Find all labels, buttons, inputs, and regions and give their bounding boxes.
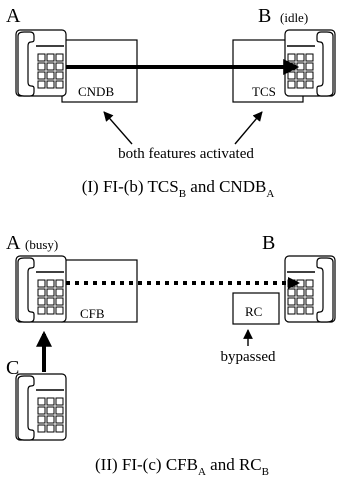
- party-b-label: B: [258, 5, 271, 27]
- party-a-state: (busy): [25, 237, 58, 252]
- annotation-text: bypassed: [221, 349, 276, 365]
- annotation-text: both features activated: [118, 146, 254, 162]
- party-b-label: B: [262, 232, 275, 254]
- caption: (I) FI-(b) TCSB and CNDBA: [82, 177, 275, 200]
- caption-term1: CFB: [166, 455, 198, 474]
- phone-b-icon: [285, 256, 335, 322]
- caption-term2-sub: B: [262, 466, 269, 478]
- caption-term2: RC: [239, 455, 262, 474]
- caption-term1: TCS: [148, 177, 179, 196]
- caption-prefix: (I) FI-(b): [82, 177, 148, 196]
- phone-b-icon: [285, 30, 335, 96]
- caption-term1-sub: B: [179, 188, 186, 200]
- tcs-feature-label: TCS: [252, 84, 276, 99]
- phone-a-icon: [15, 29, 67, 97]
- rc-feature-label: RC: [245, 304, 262, 319]
- cndb-feature-box: [61, 39, 138, 103]
- forward-arrow-head: [288, 277, 300, 289]
- cfb-feature-label: CFB: [80, 306, 105, 321]
- pointer-arrow-cndb: [103, 111, 133, 145]
- caption-joiner: and: [186, 177, 219, 196]
- party-a-label: A: [6, 232, 21, 254]
- caption-joiner: and: [206, 455, 239, 474]
- caption-prefix: (II) FI-(c): [95, 455, 166, 474]
- diagram-1: A B (idle) CNDB TCS both features activa…: [6, 5, 335, 200]
- caption-term2: CNDB: [219, 177, 266, 196]
- pointer-arrow-tcs: [234, 111, 263, 145]
- diagram-2: A (busy) B CFB RC C bypassed (II) FI-(c)…: [6, 232, 335, 478]
- caption: (II) FI-(c) CFBA and RCB: [95, 455, 269, 478]
- caption-term2-sub: A: [266, 188, 274, 200]
- party-c-label: C: [6, 357, 19, 379]
- party-a-label: A: [6, 5, 21, 27]
- cndb-feature-label: CNDB: [78, 84, 114, 99]
- rc-feature-box: [232, 292, 280, 325]
- phone-a-icon: [15, 255, 67, 323]
- party-b-state: (idle): [280, 10, 308, 25]
- cfb-feature-box: [61, 259, 138, 323]
- phone-c-icon: [15, 373, 67, 441]
- caption-term1-sub: A: [198, 466, 206, 478]
